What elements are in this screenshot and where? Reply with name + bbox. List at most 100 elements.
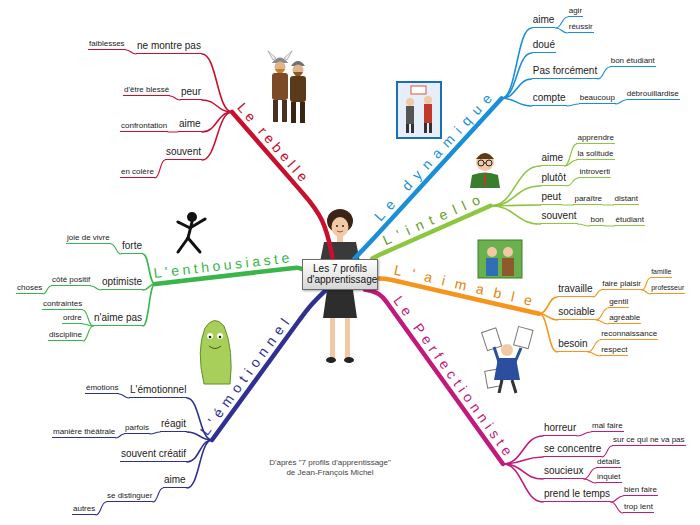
- topic-label: compte: [532, 92, 567, 106]
- topic-label: réagit: [160, 418, 187, 432]
- topic-label: distant: [613, 194, 639, 205]
- branch-line: [642, 278, 650, 290]
- topic-label: ordre: [62, 313, 83, 324]
- branch-line: [111, 244, 121, 254]
- node-text: émotions: [86, 383, 118, 392]
- node-text: plutôt: [541, 172, 565, 184]
- branch-line: [153, 488, 163, 502]
- node-text: ne montre pas: [137, 40, 201, 52]
- branch-line: [150, 432, 160, 434]
- topic-label: reconnaissance: [600, 329, 658, 340]
- emotional-figure: [200, 320, 231, 384]
- topic-label: peur: [180, 86, 202, 100]
- topic-label: famille: [650, 268, 672, 278]
- topic-label: manière théâtrale: [52, 427, 116, 438]
- branch-line: [187, 440, 212, 488]
- branch-label: Le Perfectionniste: [388, 293, 518, 464]
- node-text: apprendre: [577, 133, 613, 142]
- branch-line: [593, 290, 601, 297]
- branch-line: [168, 131, 178, 132]
- node-text: travaille: [558, 283, 592, 295]
- node-text: autres: [73, 504, 95, 513]
- node-text: gentil: [609, 297, 628, 306]
- branch-line: [502, 53, 532, 98]
- topic-label: gentil: [608, 297, 629, 308]
- branch-line: [490, 186, 540, 206]
- node-text: côté positif: [52, 275, 90, 284]
- node-text: souvent: [541, 210, 576, 222]
- node-text: confrontation: [121, 121, 167, 130]
- node-text: n'aime pas: [94, 312, 142, 324]
- node-text: trop lent: [624, 502, 653, 511]
- branch-line: [202, 112, 232, 160]
- branch-line: [596, 308, 608, 320]
- branch-line: [365, 290, 503, 464]
- topic-label: souvent créatif: [120, 448, 187, 462]
- branch-line: [91, 286, 101, 290]
- branch-line: [616, 100, 626, 104]
- node-text: compte: [533, 92, 566, 104]
- branch-line: [577, 224, 589, 226]
- branch-line: [564, 144, 576, 166]
- topic-label: confrontation: [120, 121, 168, 132]
- branch-line: [96, 502, 106, 515]
- node-text: manière théâtrale: [53, 427, 115, 436]
- branch-line: [170, 96, 180, 100]
- branch-label: L'enthousiaste: [153, 250, 294, 284]
- node-text: peur: [181, 86, 201, 98]
- topic-label: inquiet: [596, 472, 622, 483]
- node-text: distant: [614, 194, 638, 203]
- node-text: paraître: [574, 194, 602, 203]
- node-text: L'aimable: [393, 262, 544, 310]
- topic-label: beaucoup: [579, 93, 616, 104]
- node-text: Pas forcément: [533, 65, 597, 77]
- topic-label: prend le temps: [543, 488, 611, 502]
- branch-line: [116, 434, 124, 438]
- branch-line: [232, 112, 333, 259]
- topic-label: paraître: [573, 194, 603, 205]
- node-text: L'émotionnel: [130, 384, 186, 396]
- topic-label: ne montre pas: [136, 40, 202, 54]
- branch-line: [143, 284, 155, 326]
- branch-line: [596, 320, 608, 324]
- topic-label: joie de vivre: [66, 233, 111, 244]
- topic-label: détails: [596, 457, 621, 468]
- node-text: agréable: [609, 313, 640, 322]
- node-text: famille: [651, 268, 671, 276]
- branch-label: L'émotionnel: [197, 311, 298, 440]
- branch-line: [490, 166, 540, 206]
- branch-line: [564, 160, 576, 166]
- topic-label: introverti: [578, 167, 611, 178]
- branch-line: [83, 324, 93, 326]
- topic-label: d'être blessé: [123, 85, 170, 96]
- topic-label: autres: [72, 504, 96, 515]
- branch-line: [556, 17, 568, 28]
- node-text: faire plaisir: [602, 279, 641, 288]
- topic-label: sociable: [557, 306, 596, 320]
- branch-line: [566, 178, 578, 186]
- node-text: mal faire: [592, 421, 623, 430]
- branch-line: [355, 98, 502, 258]
- node-text: doué: [533, 39, 555, 51]
- dynamic-icon: [397, 82, 441, 138]
- branch-line: [502, 79, 532, 98]
- branch-line: [83, 326, 93, 341]
- branch-label: Le rebelle: [232, 100, 313, 189]
- topic-label: plutôt: [540, 172, 566, 186]
- topic-label: trop lent: [623, 502, 654, 513]
- node-text: horreur: [544, 422, 576, 434]
- branch-line: [602, 446, 612, 457]
- topic-label: aime: [163, 474, 187, 488]
- branch-line: [202, 54, 232, 112]
- topic-label: aime: [178, 118, 202, 132]
- topic-label: horreur: [543, 422, 577, 436]
- node-text: aime: [179, 118, 201, 130]
- branch-line: [202, 100, 232, 112]
- branch-line: [212, 290, 326, 441]
- topic-label: faiblesses: [88, 39, 126, 50]
- topic-label: aime: [540, 152, 564, 166]
- node-text: réagit: [161, 418, 186, 430]
- branch-line: [126, 50, 136, 54]
- topic-label: L'émotionnel: [129, 384, 187, 398]
- topic-label: agréable: [608, 313, 641, 324]
